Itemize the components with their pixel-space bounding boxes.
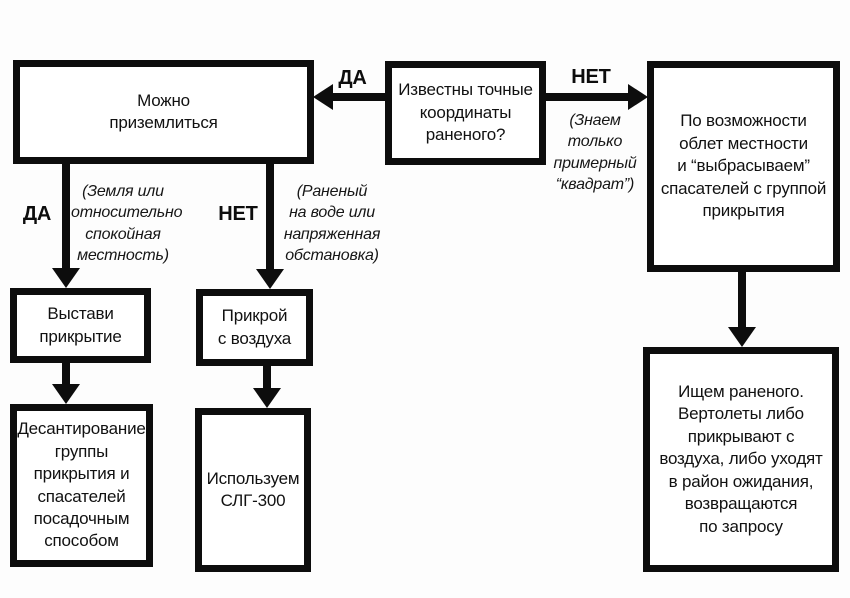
edge-label-no: НЕТ [571,66,611,88]
edge-note-water-or-tense: (Раненый на воде или напряженная обстано… [283,183,381,265]
node-search-wounded: Ищем раненого. Вертолеты либо прикрывают… [643,347,839,572]
arrow-shaft [738,272,746,329]
edge-label-yes: ДА [22,203,52,225]
arrowhead-down-icon [52,384,80,404]
node-can-land: Можно приземлиться [13,60,314,164]
node-coords-question: Известны точные координаты раненого? [385,61,546,165]
arrowhead-left-icon [313,84,333,110]
arrowhead-down-icon [728,327,756,347]
node-set-cover: Выстави прикрытие [10,288,151,363]
edge-label-no: НЕТ [218,203,258,225]
node-use-slg: Используем СЛГ-300 [195,408,311,572]
node-cover-from-air: Прикрой с воздуха [196,289,313,366]
arrow-shaft [331,93,386,101]
arrow-shaft [266,163,274,271]
arrowhead-down-icon [253,388,281,408]
edge-label-yes: ДА [338,67,367,89]
arrow-shaft [546,93,630,101]
node-landing-deploy: Десантирование группы прикрытия и спасат… [10,404,153,567]
arrowhead-down-icon [52,268,80,288]
edge-note-calm-terrain: (Земля или относительно спокойная местно… [71,183,183,265]
arrowhead-right-icon [628,84,648,110]
arrowhead-down-icon [256,269,284,289]
node-overfly: По возможности облет местности и “выбрас… [647,61,840,272]
arrow-shaft [62,363,70,386]
arrow-shaft [62,163,70,270]
arrow-shaft [263,366,271,390]
edge-note-approx-square: (Знаем только примерный “квадрат”) [553,112,637,194]
